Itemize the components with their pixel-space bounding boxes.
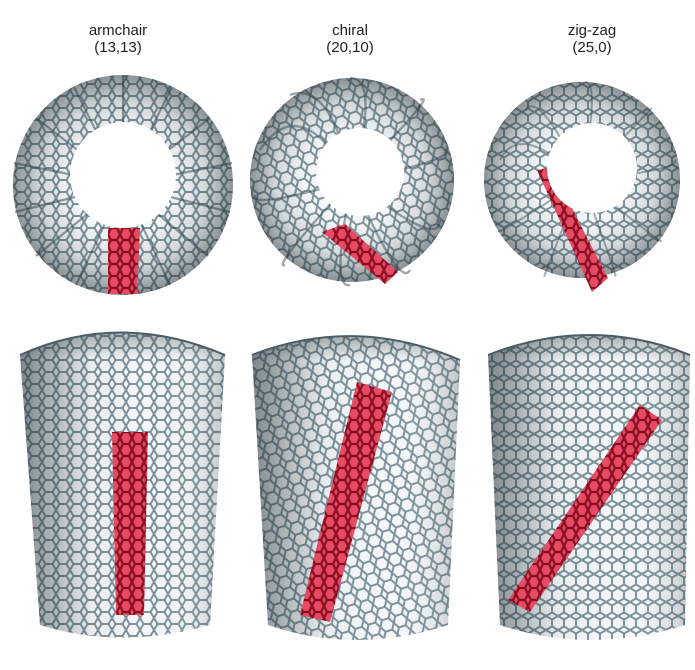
- armchair-ring-highlight: [108, 228, 140, 294]
- armchair-tube-highlight: [112, 432, 148, 615]
- ring-zigzag: [484, 82, 680, 292]
- tube-zigzag: [488, 335, 690, 640]
- ring-armchair: [13, 75, 233, 295]
- tube-chiral: [252, 336, 460, 640]
- ring-chiral: [250, 78, 454, 285]
- tube-armchair: [20, 333, 225, 638]
